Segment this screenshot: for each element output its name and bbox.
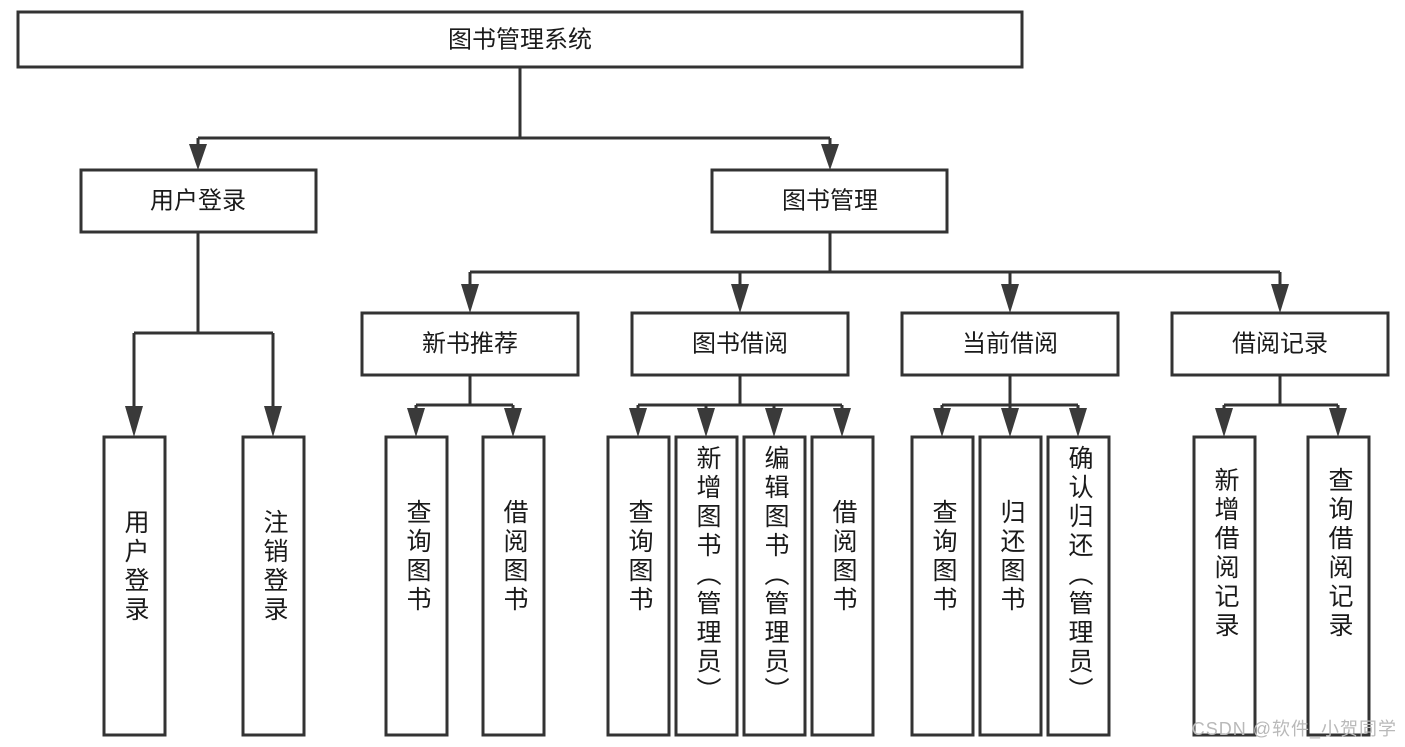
leaf-box-query-book-3[interactable]: [910, 435, 975, 737]
arrow-leaf-borrow-book-1: [504, 408, 522, 437]
node-root-label: 图书管理系统: [448, 26, 592, 53]
leaf-box-borrow-book-1[interactable]: [481, 435, 546, 737]
leaf-boxes-current-borrow: [910, 435, 1111, 737]
node-new-book-recommend[interactable]: 新书推荐: [360, 311, 580, 377]
arrow-borrow-record: [1271, 284, 1289, 313]
arrow-leaf-query-book-1: [407, 408, 425, 437]
node-new-book-recommend-box[interactable]: [360, 311, 580, 377]
node-user-login-box[interactable]: [79, 168, 318, 234]
leaf-boxes-user-login: [102, 435, 306, 737]
leaf-box-query-book-1[interactable]: [384, 435, 449, 737]
arrow-leaf-confirm-return: [1069, 408, 1087, 437]
leaf-box-add-book[interactable]: [674, 435, 739, 737]
leaf-box-logout[interactable]: [241, 435, 306, 737]
edges-bookmanage-to-level3: [461, 232, 1289, 313]
node-book-manage-box[interactable]: [710, 168, 949, 234]
leaf-boxes-book-borrow: [606, 435, 875, 737]
arrow-leaf-user-login: [125, 406, 143, 437]
node-borrow-record-label: 借阅记录: [1232, 330, 1328, 357]
leaf-box-return-book[interactable]: [978, 435, 1043, 737]
edges-borrowrecord-to-leaves: [1215, 375, 1347, 437]
arrow-leaf-query-book-3: [933, 408, 951, 437]
node-book-borrow-label: 图书借阅: [692, 330, 788, 357]
arrow-new-book-recommend: [461, 284, 479, 313]
arrow-leaf-logout: [264, 406, 282, 437]
arrow-leaf-add-book: [697, 408, 715, 437]
edges-userlogin-to-leaves: [125, 232, 282, 437]
edges-bookborrow-to-leaves: [629, 375, 851, 437]
leaf-box-add-record[interactable]: [1192, 435, 1257, 737]
node-user-login-label: 用户登录: [150, 187, 246, 214]
node-book-manage-label: 图书管理: [782, 187, 878, 214]
node-root-box[interactable]: [16, 10, 1024, 69]
edges-currentborrow-to-leaves: [933, 375, 1087, 437]
leaf-boxes-new-book: [384, 435, 546, 737]
node-current-borrow-box[interactable]: [900, 311, 1120, 377]
node-user-login[interactable]: 用户登录: [79, 168, 318, 234]
arrow-user-login: [189, 144, 207, 170]
leaf-box-query-record[interactable]: [1306, 435, 1371, 737]
leaf-box-user-login[interactable]: [102, 435, 167, 737]
node-book-borrow[interactable]: 图书借阅: [630, 311, 850, 377]
leaf-box-query-book-2[interactable]: [606, 435, 671, 737]
edges-root-to-level2: [189, 67, 839, 170]
edges-newbook-to-leaves: [407, 375, 522, 437]
node-borrow-record-box[interactable]: [1170, 311, 1390, 377]
node-borrow-record[interactable]: 借阅记录: [1170, 311, 1390, 377]
arrow-book-borrow: [731, 284, 749, 313]
arrow-leaf-add-record: [1215, 408, 1233, 437]
csdn-watermark: CSDN @软件_小贺同学: [1191, 719, 1397, 739]
arrow-current-borrow: [1001, 284, 1019, 313]
node-book-borrow-box[interactable]: [630, 311, 850, 377]
leaf-box-edit-book[interactable]: [742, 435, 807, 737]
arrow-book-manage: [821, 144, 839, 170]
arrow-leaf-return-book: [1001, 408, 1019, 437]
arrow-leaf-borrow-book-2: [833, 408, 851, 437]
arrow-leaf-edit-book: [765, 408, 783, 437]
node-current-borrow[interactable]: 当前借阅: [900, 311, 1120, 377]
node-book-manage[interactable]: 图书管理: [710, 168, 949, 234]
node-current-borrow-label: 当前借阅: [962, 330, 1058, 357]
arrow-leaf-query-record: [1329, 408, 1347, 437]
leaf-box-borrow-book-2[interactable]: [810, 435, 875, 737]
node-new-book-recommend-label: 新书推荐: [422, 330, 518, 357]
leaf-boxes-borrow-record: [1192, 435, 1371, 737]
arrow-leaf-query-book-2: [629, 408, 647, 437]
node-root[interactable]: 图书管理系统: [16, 10, 1024, 69]
leaf-box-confirm-return[interactable]: [1046, 435, 1111, 737]
